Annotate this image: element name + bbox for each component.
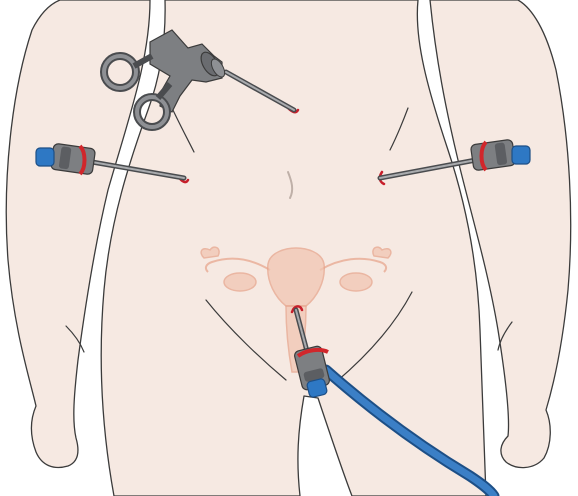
right-trocar-valve-cap	[512, 146, 530, 164]
manipulator-valve-cap	[306, 378, 327, 398]
left-ovary	[224, 273, 256, 291]
left-trocar-body	[50, 143, 95, 175]
left-trocar-valve-cap	[36, 148, 54, 166]
left-fimbriae	[201, 247, 219, 258]
right-ovary	[340, 273, 372, 291]
right-fimbriae	[373, 247, 391, 258]
right-trocar-body	[470, 139, 515, 171]
